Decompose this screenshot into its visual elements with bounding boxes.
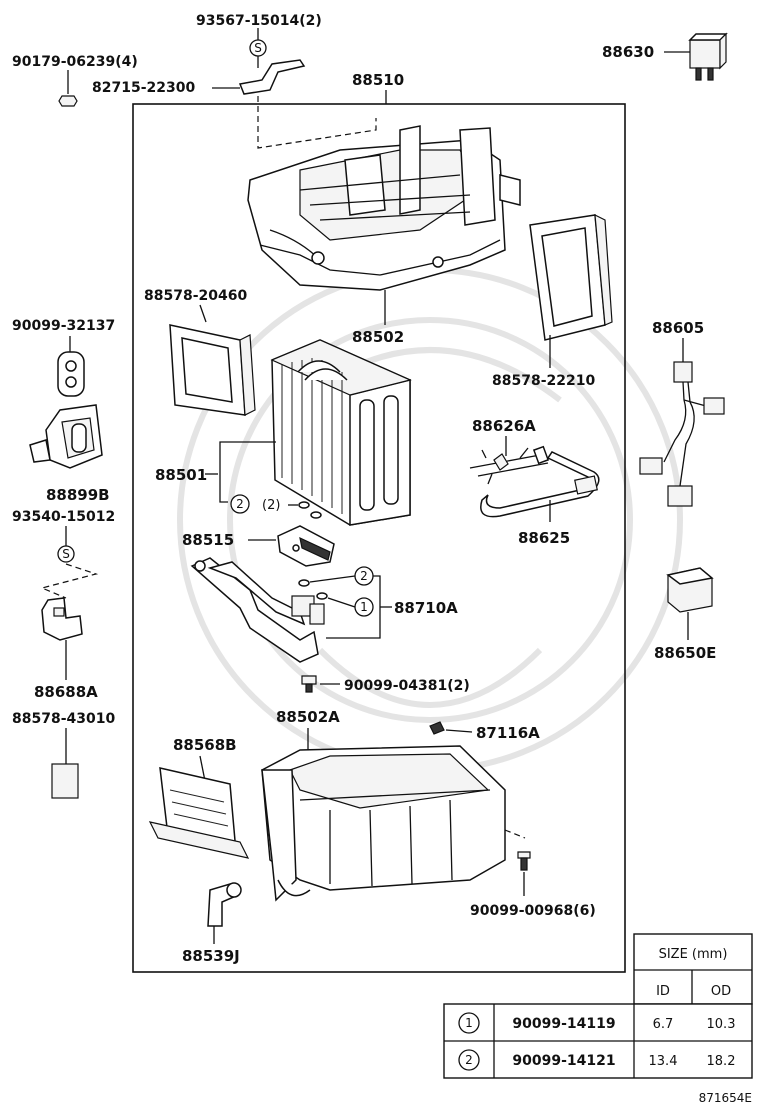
label-90179-06239: 90179-06239(4) [12, 54, 138, 70]
label-qty-2: (2) [262, 498, 280, 513]
size-table-row1-key-icon [458, 1012, 480, 1034]
label-88630: 88630 [602, 43, 654, 61]
size-table-row1-id: 6.7 [653, 1017, 674, 1032]
label-88502A: 88502A [276, 708, 340, 726]
label-88515: 88515 [182, 531, 234, 549]
label-90099-04381: 90099-04381(2) [344, 678, 470, 694]
screw-90099-00968-icon [517, 851, 531, 871]
label-88899B: 88899B [46, 486, 110, 504]
size-table-row2-id: 13.4 [649, 1054, 678, 1069]
size-table-row2-part: 90099-14121 [512, 1053, 615, 1069]
clip-87116A-icon [429, 721, 445, 735]
label-88626A: 88626A [472, 417, 536, 435]
size-table-row1-od: 10.3 [707, 1017, 736, 1032]
lower-case-88502A-icon [261, 745, 526, 902]
label-87116A: 87116A [476, 724, 540, 742]
svg-text:2: 2 [360, 569, 368, 583]
label-93567-15014: 93567-15014(2) [196, 13, 322, 29]
seal-88578-22210-icon [529, 213, 613, 341]
label-88502: 88502 [352, 328, 404, 346]
s-marker-letter: S [254, 41, 262, 55]
svg-text:2: 2 [465, 1053, 473, 1067]
label-90099-32137: 90099-32137 [12, 318, 115, 334]
size-table-row2-key-icon [458, 1049, 480, 1071]
bolt-90099-04381-icon [301, 675, 317, 693]
upper-case-88502-icon [247, 125, 521, 291]
size-table-col-od: OD [711, 984, 731, 999]
size-table: SIZE (mm) ID OD 1 90099-14119 6.7 10.3 2… [443, 933, 753, 1079]
grommet-90099-32137-icon [57, 351, 85, 397]
svg-text:1: 1 [360, 600, 368, 614]
label-88539J: 88539J [182, 947, 240, 965]
pipe-88625-icon [480, 445, 600, 518]
label-88605: 88605 [652, 319, 704, 337]
svg-text:1: 1 [465, 1016, 473, 1030]
relay-88630-icon [688, 32, 728, 81]
label-88688A: 88688A [34, 683, 98, 701]
svg-text:2: 2 [236, 497, 244, 511]
suction-tube-88710A-icon [190, 557, 325, 663]
label-88578-43010: 88578-43010 [12, 711, 115, 727]
label-88710A: 88710A [394, 599, 458, 617]
assembly-frame [132, 103, 626, 973]
label-88578-22210: 88578-22210 [492, 373, 595, 389]
bracket-82715-icon [238, 59, 306, 95]
air-filter-88568B-icon [148, 767, 250, 859]
drain-hose-88539J-icon [207, 882, 242, 927]
thermistor-88626A-icon [469, 447, 549, 485]
size-table-row1-part: 90099-14119 [512, 1016, 615, 1032]
evaporator-88501-icon [270, 339, 412, 526]
size-table-title: SIZE (mm) [659, 947, 728, 962]
svg-text:S: S [62, 547, 70, 561]
size-table-row2-od: 18.2 [707, 1054, 736, 1069]
size-table-col-id: ID [656, 984, 670, 999]
label-90099-00968: 90099-00968(6) [470, 903, 596, 919]
label-88578-20460: 88578-20460 [144, 288, 247, 304]
s-marker-2-icon [57, 545, 75, 563]
label-88510: 88510 [352, 71, 404, 89]
amplifier-88650E-icon [666, 567, 714, 613]
packing-88899B-icon [29, 404, 103, 469]
expansion-valve-88515-icon [277, 525, 335, 567]
diagram-reference: 871654E [699, 1091, 752, 1105]
label-93540-15012: 93540-15012 [12, 509, 115, 525]
label-88501: 88501 [155, 466, 207, 484]
watermark [177, 267, 683, 773]
label-88650E: 88650E [654, 644, 716, 662]
seal-88578-20460-icon [169, 324, 256, 416]
o-ring-2-marker-icon [230, 494, 250, 514]
label-88568B: 88568B [173, 736, 237, 754]
seal-88578-43010-icon [51, 763, 79, 799]
nut-icon [58, 95, 78, 107]
wire-harness-88605-icon [639, 361, 725, 507]
bracket-88688A-icon [41, 597, 83, 641]
label-88625: 88625 [518, 529, 570, 547]
label-82715-22300: 82715-22300 [92, 80, 195, 96]
